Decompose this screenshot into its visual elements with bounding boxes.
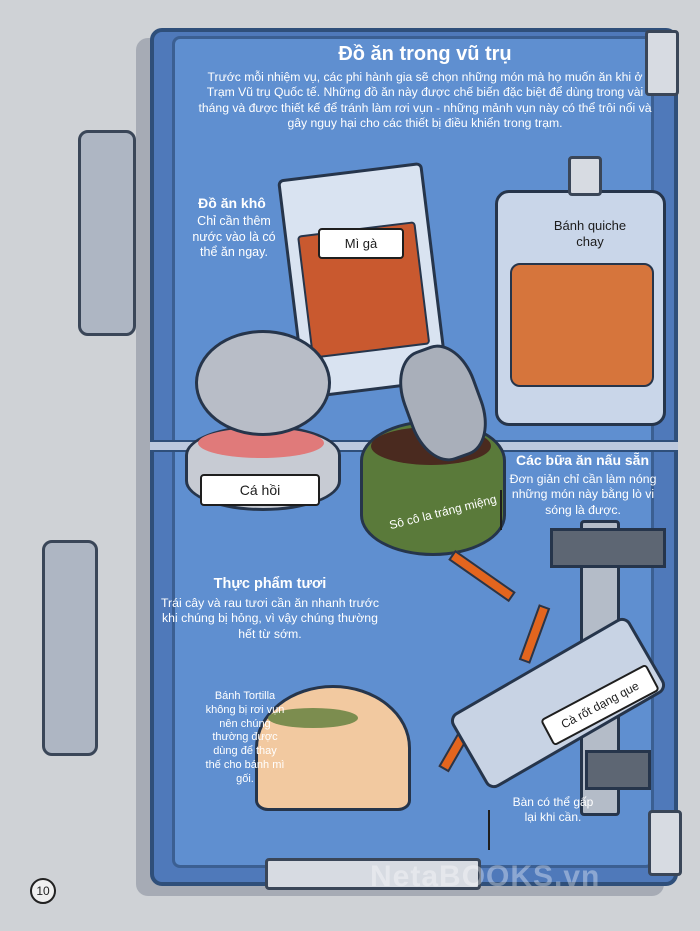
page-number: 10 — [30, 878, 56, 904]
tortilla — [255, 685, 411, 811]
noodle-label: Mì gà — [318, 228, 404, 259]
intro-text: Trước mỗi nhiệm vụ, các phi hành gia sẽ … — [198, 70, 652, 130]
case-handle-bottom — [42, 540, 98, 756]
fold-note: Bàn có thể gấp lại khi cần. — [512, 795, 594, 824]
quiche-pouch — [495, 190, 666, 426]
fold-arrow-icon — [488, 810, 490, 850]
tape-top — [550, 528, 666, 568]
ready-meals-title: Các bữa ăn nấu sẵn — [515, 452, 650, 468]
latch-bottom — [265, 858, 481, 890]
dry-food-title: Đồ ăn khô — [198, 195, 266, 211]
salmon-can-lid — [195, 330, 331, 436]
ready-meals-text: Đơn giản chỉ cần làm nóng những món này … — [509, 472, 657, 517]
page-title: Đồ ăn trong vũ trụ — [338, 43, 512, 65]
fresh-food-text: Trái cây và rau tươi cần ăn nhanh trước … — [160, 596, 380, 641]
salmon-label: Cá hồi — [200, 474, 320, 506]
quiche-label: Bánh quiche chay — [553, 218, 627, 250]
tortilla-note: Bánh Tortilla không bị rơi vụn nên chúng… — [205, 690, 285, 785]
tape-bottom — [585, 750, 651, 790]
fresh-food-title: Thực phẩm tươi — [213, 576, 327, 592]
watermark: NetaBOOKS.vn — [370, 860, 601, 893]
case-handle-top — [78, 130, 136, 336]
quiche-clip-icon — [568, 156, 602, 196]
dry-food-text: Chỉ cần thêm nước vào là có thể ăn ngay. — [192, 214, 276, 260]
latch-top-right — [645, 30, 679, 96]
latch-bottom-right — [648, 810, 682, 876]
ready-meals-arrow-icon — [500, 490, 502, 530]
